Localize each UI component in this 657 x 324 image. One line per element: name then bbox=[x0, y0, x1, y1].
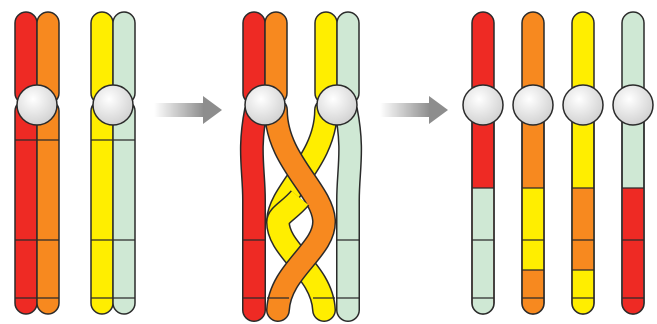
chromatid-yellow-1 bbox=[91, 12, 113, 314]
centromere bbox=[563, 85, 603, 125]
lower-red-2 bbox=[252, 110, 256, 310]
recombinant-chromatid-yellow bbox=[563, 12, 603, 314]
segment-red bbox=[623, 188, 644, 303]
centromere bbox=[613, 85, 653, 125]
stage-before bbox=[15, 12, 135, 314]
chromatid-red-1 bbox=[15, 12, 37, 314]
lower-green-2 bbox=[346, 110, 350, 310]
centromere-4 bbox=[317, 85, 357, 125]
right-arrow-1 bbox=[154, 96, 222, 124]
centromere bbox=[463, 85, 503, 125]
segment-orange bbox=[573, 188, 594, 270]
centromere-1 bbox=[17, 85, 57, 125]
stage-recombinant bbox=[463, 12, 653, 314]
centromere-2 bbox=[93, 85, 133, 125]
recombinant-chromatid-red bbox=[463, 12, 503, 314]
centromere bbox=[513, 85, 553, 125]
recombinant-chromatid-orange bbox=[513, 12, 553, 314]
chromatid-green-1 bbox=[113, 12, 135, 314]
chromatid-orange-1 bbox=[37, 12, 59, 314]
segment-green bbox=[473, 188, 494, 303]
centromere-3 bbox=[245, 85, 285, 125]
stage-crossing-over bbox=[243, 12, 359, 310]
right-arrow-2 bbox=[380, 96, 448, 124]
segment-yellow bbox=[523, 188, 544, 270]
recombinant-chromatid-green bbox=[613, 12, 653, 314]
